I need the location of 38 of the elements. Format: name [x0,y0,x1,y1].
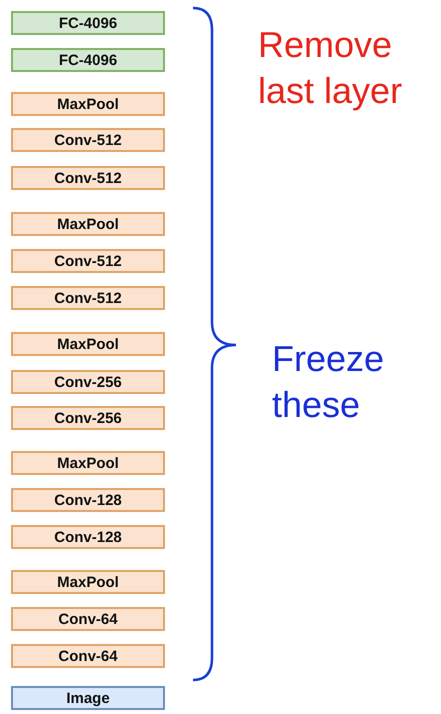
layer-name: Image [66,690,110,706]
layer-name: MaxPool [57,574,119,590]
layer-name: Conv-512 [54,252,122,270]
layer-box [11,249,165,273]
layer-box [11,607,165,631]
layer-name: Conv-128 [54,528,122,546]
annotation-text: Freeze these [272,337,386,427]
layer-box [11,644,165,668]
layer-name: Conv-512 [54,132,122,148]
layer-box [11,406,165,430]
layer-box [11,128,165,152]
layer-box [11,92,165,116]
layer-name: Conv-256 [54,410,122,426]
layer-box [11,451,165,475]
layer-box [11,370,165,394]
layer-box [11,212,165,236]
layer-name: Conv-256 [54,374,122,390]
layer-name: Conv-64 [58,648,118,664]
layer-name: Conv-128 [54,492,122,508]
layer-box [11,488,165,512]
annotation-text: Remove last layer [258,23,404,113]
layer-name: Conv-512 [54,290,122,306]
layer-box [11,525,165,549]
layer-box [11,570,165,594]
layer-box [11,286,165,310]
layer-box [11,332,165,356]
layer-name: Conv-64 [58,610,118,628]
layer-name: MaxPool [57,216,119,232]
layer-name: FC-4096 [58,52,118,68]
layer-name: Conv-512 [54,170,122,186]
layer-box [11,166,165,190]
layer-box [11,686,165,710]
layer-name: MaxPool [57,336,119,352]
layer-name: MaxPool [57,454,119,472]
layer-name: FC-4096 [58,14,118,32]
layer-box [11,11,165,35]
layer-box [11,48,165,72]
layer-name: MaxPool [57,96,119,112]
